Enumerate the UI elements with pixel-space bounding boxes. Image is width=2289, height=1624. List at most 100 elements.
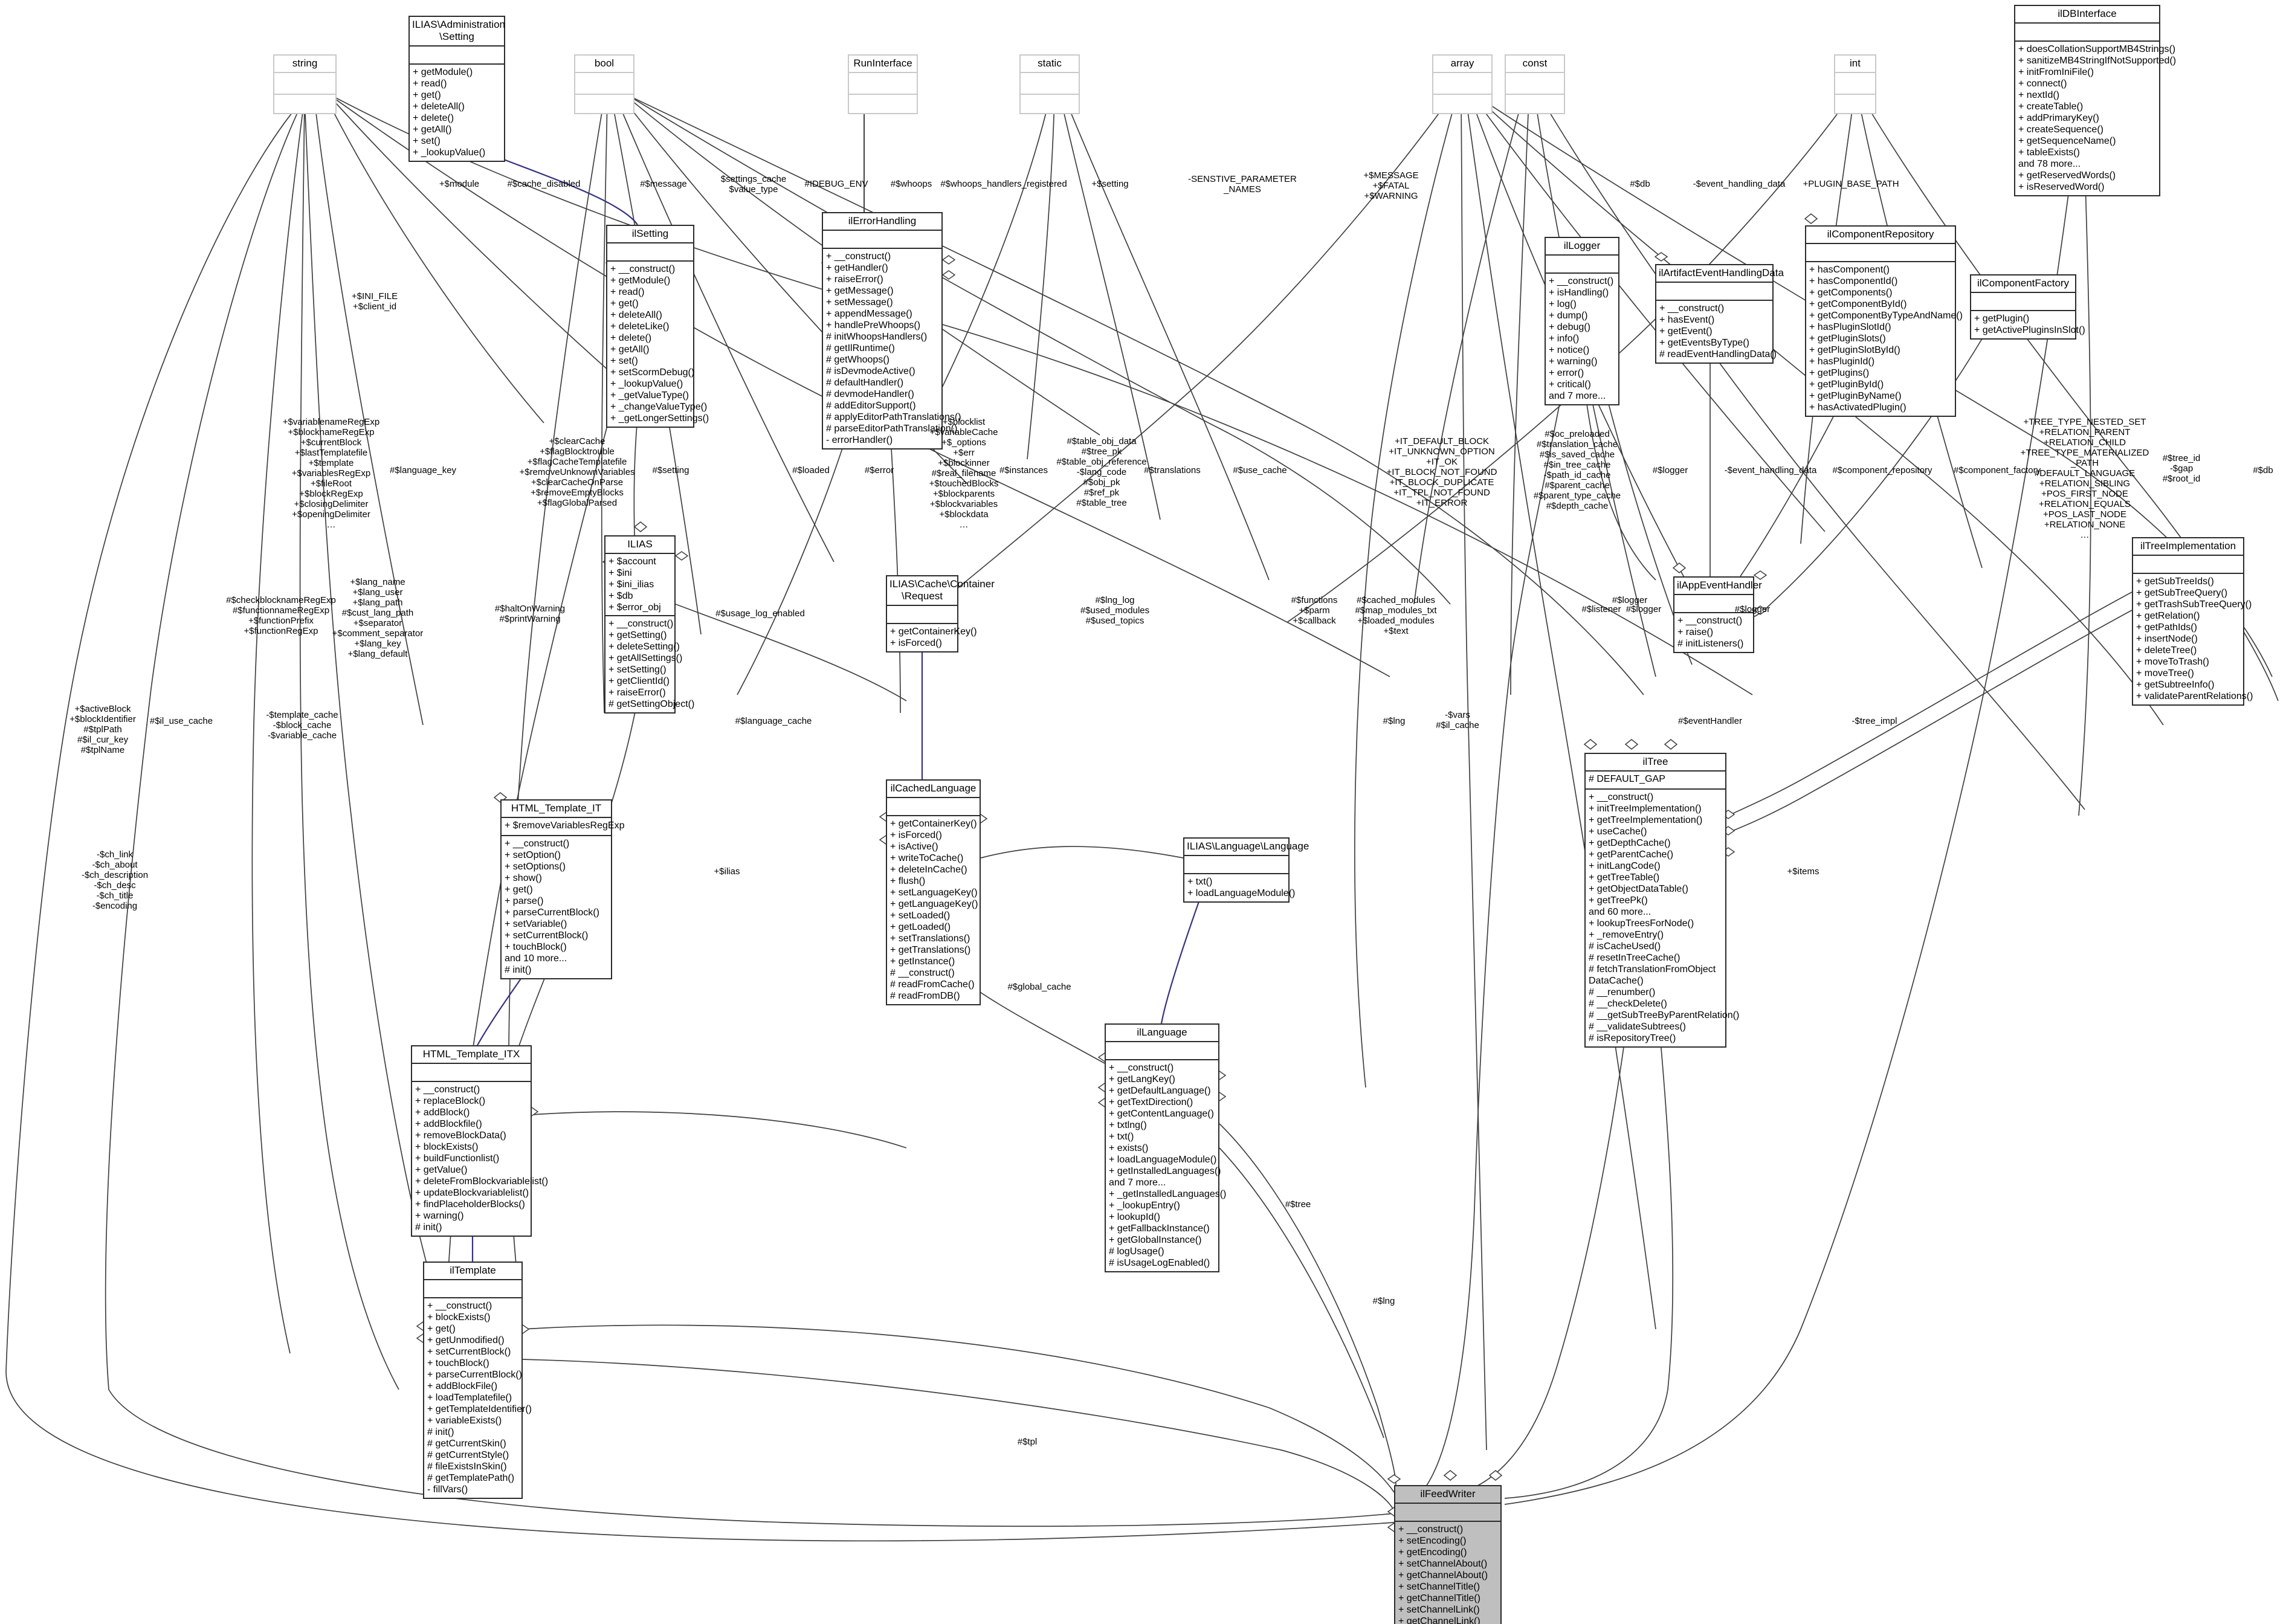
class-node-operations: + getSubTreeIds()+ getSubTreeQuery()+ ge… <box>2133 574 2253 704</box>
class-node-ilcomponentrepository[interactable]: ilComponentRepository+ hasComponent()+ h… <box>1805 225 1963 417</box>
class-node-html_template_it[interactable]: HTML_Template_IT+ $removeVariablesRegExp… <box>500 799 624 979</box>
class-operation: + getPathIds() <box>2136 622 2197 633</box>
class-node-ilappeventhandler[interactable]: ilAppEventHandler+ __construct()+ raise(… <box>1673 576 1762 653</box>
class-node-html_template_itx[interactable]: HTML_Template_ITX+ __construct()+ replac… <box>411 1045 549 1237</box>
class-operation: + touchBlock() <box>505 942 567 952</box>
class-node-illanguage[interactable]: ilLanguage+ __construct()+ getLangKey()+… <box>1105 1023 1226 1272</box>
class-operation: + connect() <box>2018 79 2067 89</box>
class-node-iltree[interactable]: ilTree# DEFAULT_GAP+ __construct()+ init… <box>1584 753 1740 1048</box>
class-operation: + show() <box>505 873 542 883</box>
class-node-attributes <box>1835 73 1875 95</box>
edge-label: #$table_obj_data #$tree_pk #$table_obj_r… <box>1056 436 1147 508</box>
class-node-title: ilComponentRepository <box>1806 227 1955 244</box>
class-operation: + getPluginSlotById() <box>1809 345 1900 355</box>
class-node-iltreeimplementation[interactable]: ilTreeImplementation+ getSubTreeIds()+ g… <box>2132 537 2253 706</box>
class-node-ildbinterface[interactable]: ilDBInterface+ doesCollationSupportMB4St… <box>2014 5 2176 196</box>
class-operation: + getSubtreeInfo() <box>2136 680 2215 690</box>
class-operation: + getReservedWords() <box>2018 170 2116 181</box>
class-operation: + isReservedWord() <box>2018 182 2105 192</box>
edge-label: -$event_handling_data <box>1724 465 1817 475</box>
class-operation: + getEvent() <box>1659 326 1713 337</box>
class-node-attributes <box>1395 1504 1500 1522</box>
class-node-operations: + getPlugin()+ getActivePluginsInSlot() <box>1971 311 2085 338</box>
class-node-attributes <box>1021 73 1079 95</box>
class-node-ilartifacteventhandlingdata[interactable]: ilArtifactEventHandlingData+ __construct… <box>1655 264 1784 364</box>
class-node-ilias_language_language[interactable]: ILIAS\Language\Language+ txt()+ loadLang… <box>1183 837 1309 903</box>
edge-label: +$module <box>439 179 480 189</box>
class-operation: + set() <box>413 136 441 146</box>
class-operation: + getTextDirection() <box>1109 1097 1193 1107</box>
class-node-array[interactable]: array <box>1432 54 1493 114</box>
class-operation: DataCache() <box>1589 976 1644 986</box>
class-node-title: ilLanguage <box>1106 1025 1218 1042</box>
class-operation: + getObjectDataTable() <box>1589 884 1688 894</box>
class-operation: + getEventsByType() <box>1659 338 1749 348</box>
edge-label: #$whoops_handlers_registered <box>940 179 1067 189</box>
class-operation: + getChannelAbout() <box>1398 1570 1488 1580</box>
class-operation: + setMessage() <box>826 297 893 308</box>
class-node-attributes <box>1506 73 1564 95</box>
class-node-ilias[interactable]: ILIAS+ $account+ $ini+ $ini_ilias+ $db+ … <box>604 535 694 714</box>
edge-label: -$tree_impl <box>1852 716 1897 726</box>
class-node-attributes <box>1674 595 1753 613</box>
class-operation: + deleteAll() <box>610 310 662 320</box>
class-operation: + __construct() <box>1589 792 1654 802</box>
class-node-operations <box>1021 95 1079 113</box>
class-operation: + raise() <box>1677 627 1714 637</box>
class-operation: # getTemplatePath() <box>427 1473 515 1483</box>
class-operation: + delete() <box>610 333 652 343</box>
class-operation: + blockExists() <box>427 1312 491 1323</box>
class-operation: + info() <box>1549 334 1580 344</box>
class-node-operations: + doesCollationSupportMB4Strings()+ sani… <box>2015 42 2176 195</box>
class-node-operations <box>1433 95 1491 113</box>
class-node-ilcomponentfactory[interactable]: ilComponentFactory+ getPlugin()+ getActi… <box>1970 274 2085 340</box>
class-operation: + getPluginByName() <box>1809 391 1902 401</box>
class-operation: + deleteFromBlockvariablelist() <box>415 1176 549 1187</box>
class-operation: + setOption() <box>505 850 561 860</box>
class-node-operations: + __construct()+ raise()# initListeners(… <box>1674 613 1753 652</box>
edge-label: #$message <box>640 179 687 189</box>
class-node-ilsetting[interactable]: ilSetting+ __construct()+ getModule()+ r… <box>606 225 709 428</box>
class-node-int[interactable]: int <box>1834 54 1876 114</box>
class-node-ilias_cache_container_request[interactable]: ILIAS\Cache\Container \Request+ getConta… <box>886 575 995 652</box>
class-node-bool[interactable]: bool <box>574 54 634 114</box>
class-node-ilias_admin_setting[interactable]: ILIAS\Administration \Setting+ getModule… <box>408 16 505 162</box>
class-operation: + __construct() <box>505 839 570 849</box>
class-operation: + raiseError() <box>609 688 666 698</box>
edge-label: -$event_handling_data <box>1693 179 1786 189</box>
class-operation: + getRelation() <box>2136 611 2200 621</box>
edge-label: $settings_cache $value_type <box>720 174 787 195</box>
class-operation: + isHandling() <box>1549 288 1609 298</box>
class-node-runinterface[interactable]: RunInterface <box>848 54 918 114</box>
class-operation: # __getSubTreeByParentRelation() <box>1589 1010 1740 1020</box>
class-node-ilerrorhandling[interactable]: ilErrorHandling+ __construct()+ getHandl… <box>822 212 961 450</box>
edge-label: #$global_cache <box>1007 982 1071 992</box>
class-node-attributes <box>849 73 917 95</box>
class-operation: + deleteTree() <box>2136 645 2197 656</box>
class-operation: + getValue() <box>415 1165 468 1175</box>
class-node-title: ilFeedWriter <box>1395 1486 1500 1504</box>
class-operation: + setTranslations() <box>890 933 970 944</box>
class-operation: + _getValueType() <box>610 390 689 401</box>
edge-label: #$usage_log_enabled <box>715 608 805 619</box>
class-node-ilcachedlanguage[interactable]: ilCachedLanguage+ getContainerKey()+ isF… <box>886 779 981 1005</box>
class-operation: + loadTemplatefile() <box>427 1393 512 1403</box>
class-operation: + getChannelLink() <box>1398 1616 1480 1624</box>
class-operation: + createSequence() <box>2018 124 2103 135</box>
class-operation: + getComponentById() <box>1809 299 1907 309</box>
class-node-attributes <box>1656 283 1772 301</box>
class-node-static[interactable]: static <box>1019 54 1080 114</box>
class-operation: + __construct() <box>609 619 674 629</box>
class-operation: and 78 more... <box>2018 159 2081 169</box>
class-operation: + getTemplateIdentifier() <box>427 1404 532 1414</box>
edge-label: #$component_factory <box>1953 465 2041 475</box>
class-node-const[interactable]: const <box>1505 54 1565 114</box>
class-node-string[interactable]: string <box>273 54 337 114</box>
edge-label: +IT_DEFAULT_BLOCK +IT_UNKNOWN_OPTION +IT… <box>1386 436 1497 508</box>
class-operation: + nextId() <box>2018 90 2060 100</box>
class-node-iltemplate[interactable]: ilTemplate+ __construct()+ blockExists()… <box>423 1262 532 1499</box>
class-node-illogger[interactable]: ilLogger+ __construct()+ isHandling()+ l… <box>1545 237 1619 405</box>
class-node-ilfeedwriter[interactable]: ilFeedWriter+ __construct()+ setEncoding… <box>1394 1485 1502 1624</box>
class-node-title: int <box>1835 56 1875 73</box>
edge-label: #$cached_modules #$map_modules_txt +$loa… <box>1355 595 1437 636</box>
